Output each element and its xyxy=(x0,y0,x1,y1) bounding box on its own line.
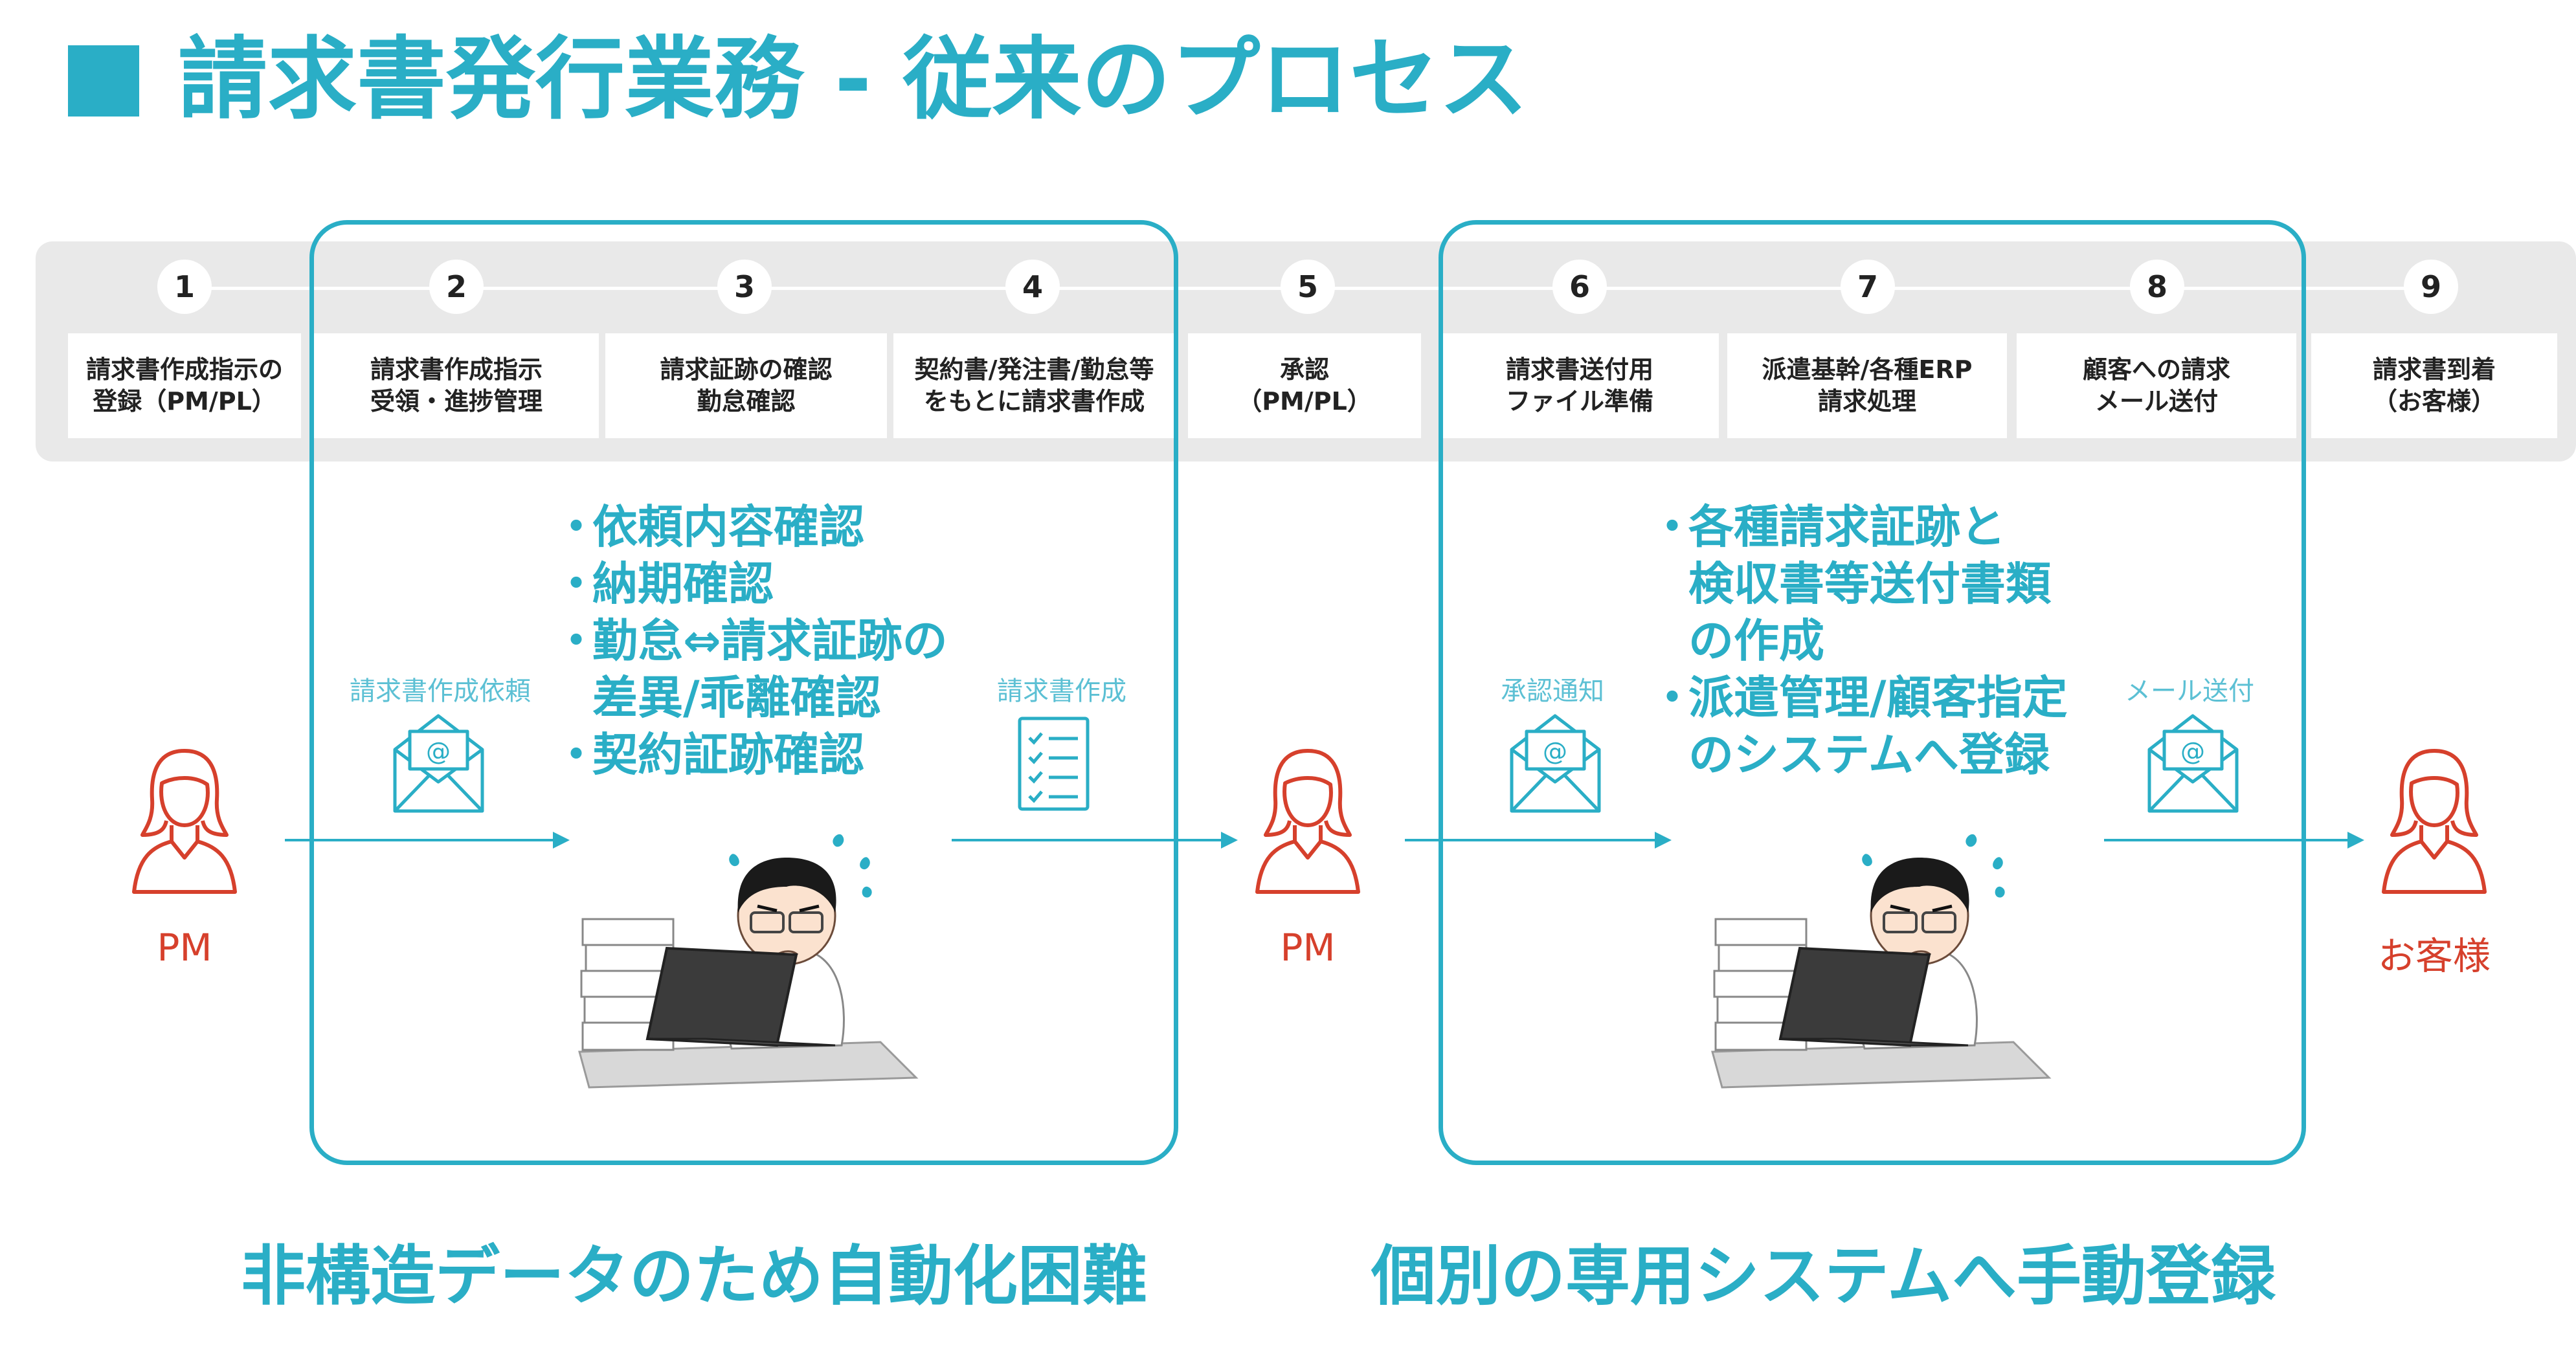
step-number: 5 xyxy=(1281,260,1335,314)
task-item-continued: のシステムへ登録 xyxy=(1688,728,2050,781)
step-number: 7 xyxy=(1841,260,1895,314)
task-item-continued: 差異/乖離確認 xyxy=(592,671,881,724)
task-item: ・契約証跡確認 xyxy=(554,728,864,781)
task-item: ・各種請求証跡と xyxy=(1650,500,2006,553)
step-number: 1 xyxy=(157,260,212,314)
step-label: 請求書送付用 ファイル準備 xyxy=(1440,333,1719,438)
person-icon xyxy=(1255,749,1360,894)
svg-text:@: @ xyxy=(426,737,451,766)
task-item-continued: 検収書等送付書類 xyxy=(1688,557,2051,610)
highlight-box-right xyxy=(1439,220,2306,1165)
flow-arrow xyxy=(2104,832,2364,849)
step-label: 派遣基幹/各種ERP 請求処理 xyxy=(1727,333,2007,438)
bottom-caption-left: 非構造データのため自動化困難 xyxy=(241,1238,1147,1314)
worker-illustration xyxy=(1711,834,2052,1089)
person-icon xyxy=(132,749,237,894)
step-label: 請求書到着 （お客様） xyxy=(2311,333,2557,438)
step-label: 顧客への請求 メール送付 xyxy=(2017,333,2296,438)
flow-label-mail: メール送付 xyxy=(2125,676,2254,706)
right-task-list: ・各種請求証跡と 検収書等送付書類 の作成 ・派遣管理/顧客指定 のシステムへ登… xyxy=(1650,498,2068,783)
step-number: 8 xyxy=(2130,260,2184,314)
flow-arrow xyxy=(952,832,1238,849)
task-item: ・勤怠⇔請求証跡の xyxy=(554,614,948,667)
bottom-caption-right: 個別の専用システムへ手動登録 xyxy=(1371,1238,2276,1314)
step-number: 2 xyxy=(429,260,484,314)
person-icon xyxy=(2382,749,2487,894)
envelope-icon: @ xyxy=(1510,714,1601,813)
page-title: 請求書発行業務 - 従来のプロセス xyxy=(178,27,1529,131)
highlight-box-left xyxy=(309,220,1178,1165)
step-label: 請求書作成指示 受領・進捗管理 xyxy=(314,333,599,438)
flow-arrow xyxy=(1405,832,1672,849)
svg-text:@: @ xyxy=(2180,737,2205,766)
flow-arrow xyxy=(285,832,570,849)
step-label: 請求証跡の確認 勤怠確認 xyxy=(605,333,887,438)
envelope-icon: @ xyxy=(2147,714,2239,813)
left-task-list: ・依頼内容確認 ・納期確認 ・勤怠⇔請求証跡の 差異/乖離確認 ・契約証跡確認 xyxy=(554,498,948,783)
task-item-continued: の作成 xyxy=(1688,614,1824,667)
actor-label: PM xyxy=(157,926,212,970)
task-item: ・依頼内容確認 xyxy=(554,500,864,553)
step-number: 4 xyxy=(1005,260,1060,314)
step-label: 契約書/発注書/勤怠等 をもとに請求書作成 xyxy=(893,333,1175,438)
task-item: ・派遣管理/顧客指定 xyxy=(1650,671,2068,724)
worker-illustration xyxy=(578,834,919,1089)
step-label: 請求書作成指示の 登録（PM/PL） xyxy=(68,333,301,438)
envelope-icon: @ xyxy=(393,714,484,813)
actor-label: PM xyxy=(1280,926,1336,970)
svg-text:@: @ xyxy=(1543,737,1567,766)
step-number: 6 xyxy=(1552,260,1607,314)
task-item: ・納期確認 xyxy=(554,557,774,610)
checklist-icon xyxy=(1018,717,1090,811)
flow-label-approval: 承認通知 xyxy=(1501,676,1604,706)
title-square-icon xyxy=(68,45,139,117)
flow-label-request: 請求書作成依頼 xyxy=(350,676,531,706)
step-number: 3 xyxy=(717,260,772,314)
step-label: 承認 （PM/PL） xyxy=(1188,333,1421,438)
actor-label: お客様 xyxy=(2377,934,2491,978)
step-number: 9 xyxy=(2404,260,2458,314)
flow-label-create: 請求書作成 xyxy=(997,676,1126,706)
